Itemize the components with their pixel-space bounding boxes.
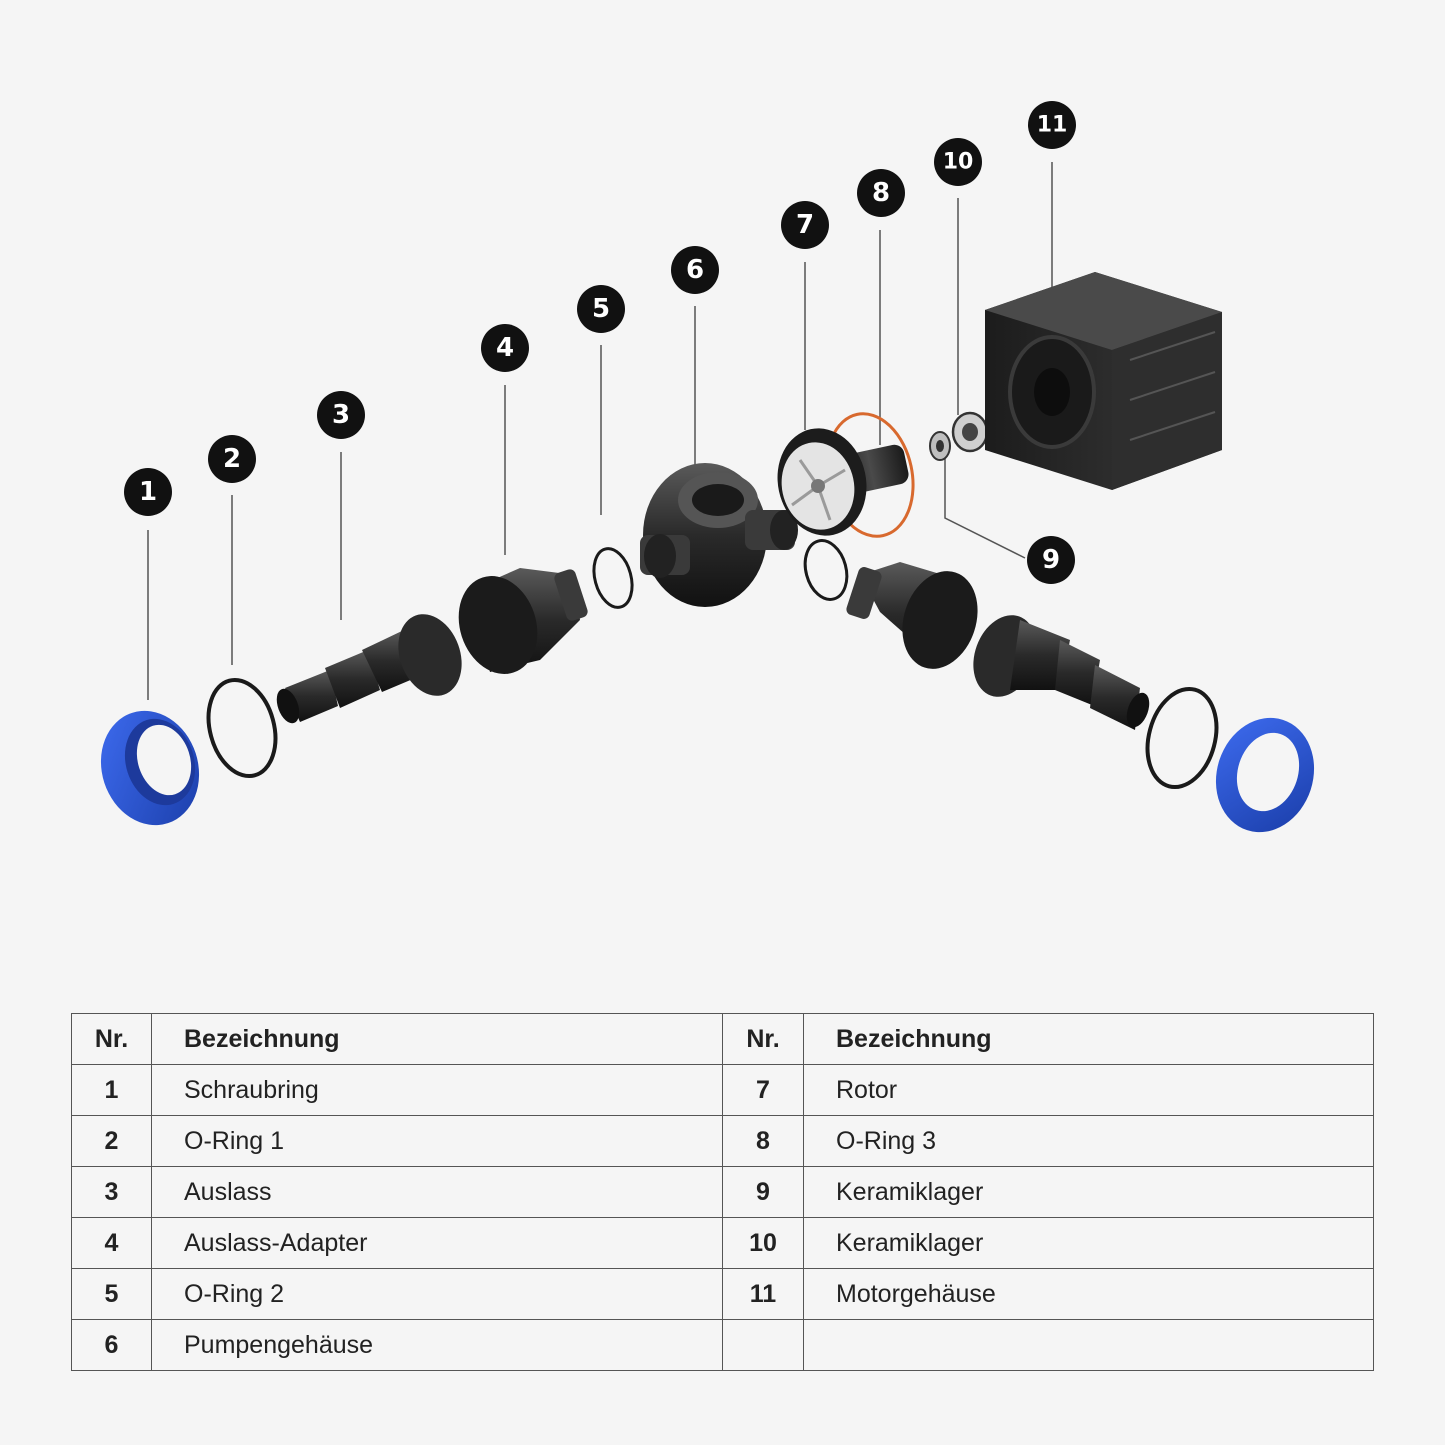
- row-name: O-Ring 2: [151, 1268, 723, 1320]
- callout-6: 6: [671, 246, 719, 294]
- row-name: Schraubring: [151, 1064, 723, 1116]
- row-nr: [722, 1319, 804, 1371]
- svg-text:6: 6: [686, 255, 704, 285]
- leader-lines: [147, 162, 1053, 700]
- svg-text:11: 11: [1037, 113, 1068, 138]
- header-name-left: Bezeichnung: [151, 1013, 723, 1065]
- svg-text:3: 3: [332, 400, 350, 430]
- row-nr: 11: [722, 1268, 804, 1320]
- svg-text:2: 2: [223, 444, 241, 474]
- screw-ring-right: [1215, 717, 1315, 833]
- table-row: 5 O-Ring 2 11 Motorgehäuse: [71, 1268, 1374, 1320]
- callout-2: 2: [208, 435, 256, 483]
- exploded-pump-diagram: 1 2 3 4 5 6 7 8 9 10 11: [100, 101, 1315, 833]
- table-row: 3 Auslass 9 Keramiklager: [71, 1166, 1374, 1218]
- motor-housing: [985, 272, 1222, 490]
- parts-table: Nr. Bezeichnung Nr. Bezeichnung 1 Schrau…: [71, 1013, 1374, 1371]
- outlet-adapter-left: [458, 568, 588, 674]
- outlet-left: [276, 614, 462, 724]
- outlet-adapter-right: [846, 562, 978, 669]
- svg-text:9: 9: [1042, 545, 1060, 575]
- outlet-right: [973, 615, 1150, 730]
- svg-text:4: 4: [496, 333, 514, 363]
- o-ring-small: [803, 539, 849, 601]
- svg-text:5: 5: [592, 294, 610, 324]
- row-name: Rotor: [803, 1064, 1374, 1116]
- table-row: 2 O-Ring 1 8 O-Ring 3: [71, 1115, 1374, 1167]
- callout-11: 11: [1028, 101, 1076, 149]
- pump-housing: [640, 463, 798, 607]
- callout-8: 8: [857, 169, 905, 217]
- row-name: O-Ring 1: [151, 1115, 723, 1167]
- row-nr: 7: [722, 1064, 804, 1116]
- callout-1: 1: [124, 468, 172, 516]
- table-row: 6 Pumpengehäuse: [71, 1319, 1374, 1371]
- row-nr: 4: [71, 1217, 152, 1269]
- row-name: Keramiklager: [803, 1166, 1374, 1218]
- row-nr: 8: [722, 1115, 804, 1167]
- svg-text:8: 8: [872, 178, 890, 208]
- row-nr: 3: [71, 1166, 152, 1218]
- callout-9: 9: [1027, 536, 1075, 584]
- o-ring-right: [1145, 686, 1219, 790]
- header-nr-left: Nr.: [71, 1013, 152, 1065]
- callout-4: 4: [481, 324, 529, 372]
- row-nr: 1: [71, 1064, 152, 1116]
- ceramic-bearing-10: [951, 411, 1000, 453]
- svg-text:7: 7: [796, 210, 814, 240]
- row-nr: 10: [722, 1217, 804, 1269]
- row-nr: 6: [71, 1319, 152, 1371]
- o-ring-1-left: [206, 677, 278, 779]
- screw-ring-left: [100, 710, 200, 826]
- header-name-right: Bezeichnung: [803, 1013, 1374, 1065]
- row-name: Motorgehäuse: [803, 1268, 1374, 1320]
- svg-text:10: 10: [943, 150, 974, 175]
- row-nr: 5: [71, 1268, 152, 1320]
- row-nr: 9: [722, 1166, 804, 1218]
- row-name: [803, 1319, 1374, 1371]
- callout-3: 3: [317, 391, 365, 439]
- table-row: 1 Schraubring 7 Rotor: [71, 1064, 1374, 1116]
- row-name: Keramiklager: [803, 1217, 1374, 1269]
- callout-7: 7: [781, 201, 829, 249]
- row-nr: 2: [71, 1115, 152, 1167]
- rotor: [777, 428, 909, 536]
- callouts: 1 2 3 4 5 6 7 8 9 10 11: [124, 101, 1076, 584]
- o-ring-2: [592, 547, 634, 609]
- row-name: Pumpengehäuse: [151, 1319, 723, 1371]
- callout-10: 10: [934, 138, 982, 186]
- row-name: Auslass: [151, 1166, 723, 1218]
- table-header-row: Nr. Bezeichnung Nr. Bezeichnung: [71, 1013, 1374, 1065]
- header-nr-right: Nr.: [722, 1013, 804, 1065]
- table-row: 4 Auslass-Adapter 10 Keramiklager: [71, 1217, 1374, 1269]
- callout-5: 5: [577, 285, 625, 333]
- svg-text:1: 1: [139, 477, 157, 507]
- row-name: Auslass-Adapter: [151, 1217, 723, 1269]
- row-name: O-Ring 3: [803, 1115, 1374, 1167]
- ceramic-bearing-9: [929, 431, 951, 461]
